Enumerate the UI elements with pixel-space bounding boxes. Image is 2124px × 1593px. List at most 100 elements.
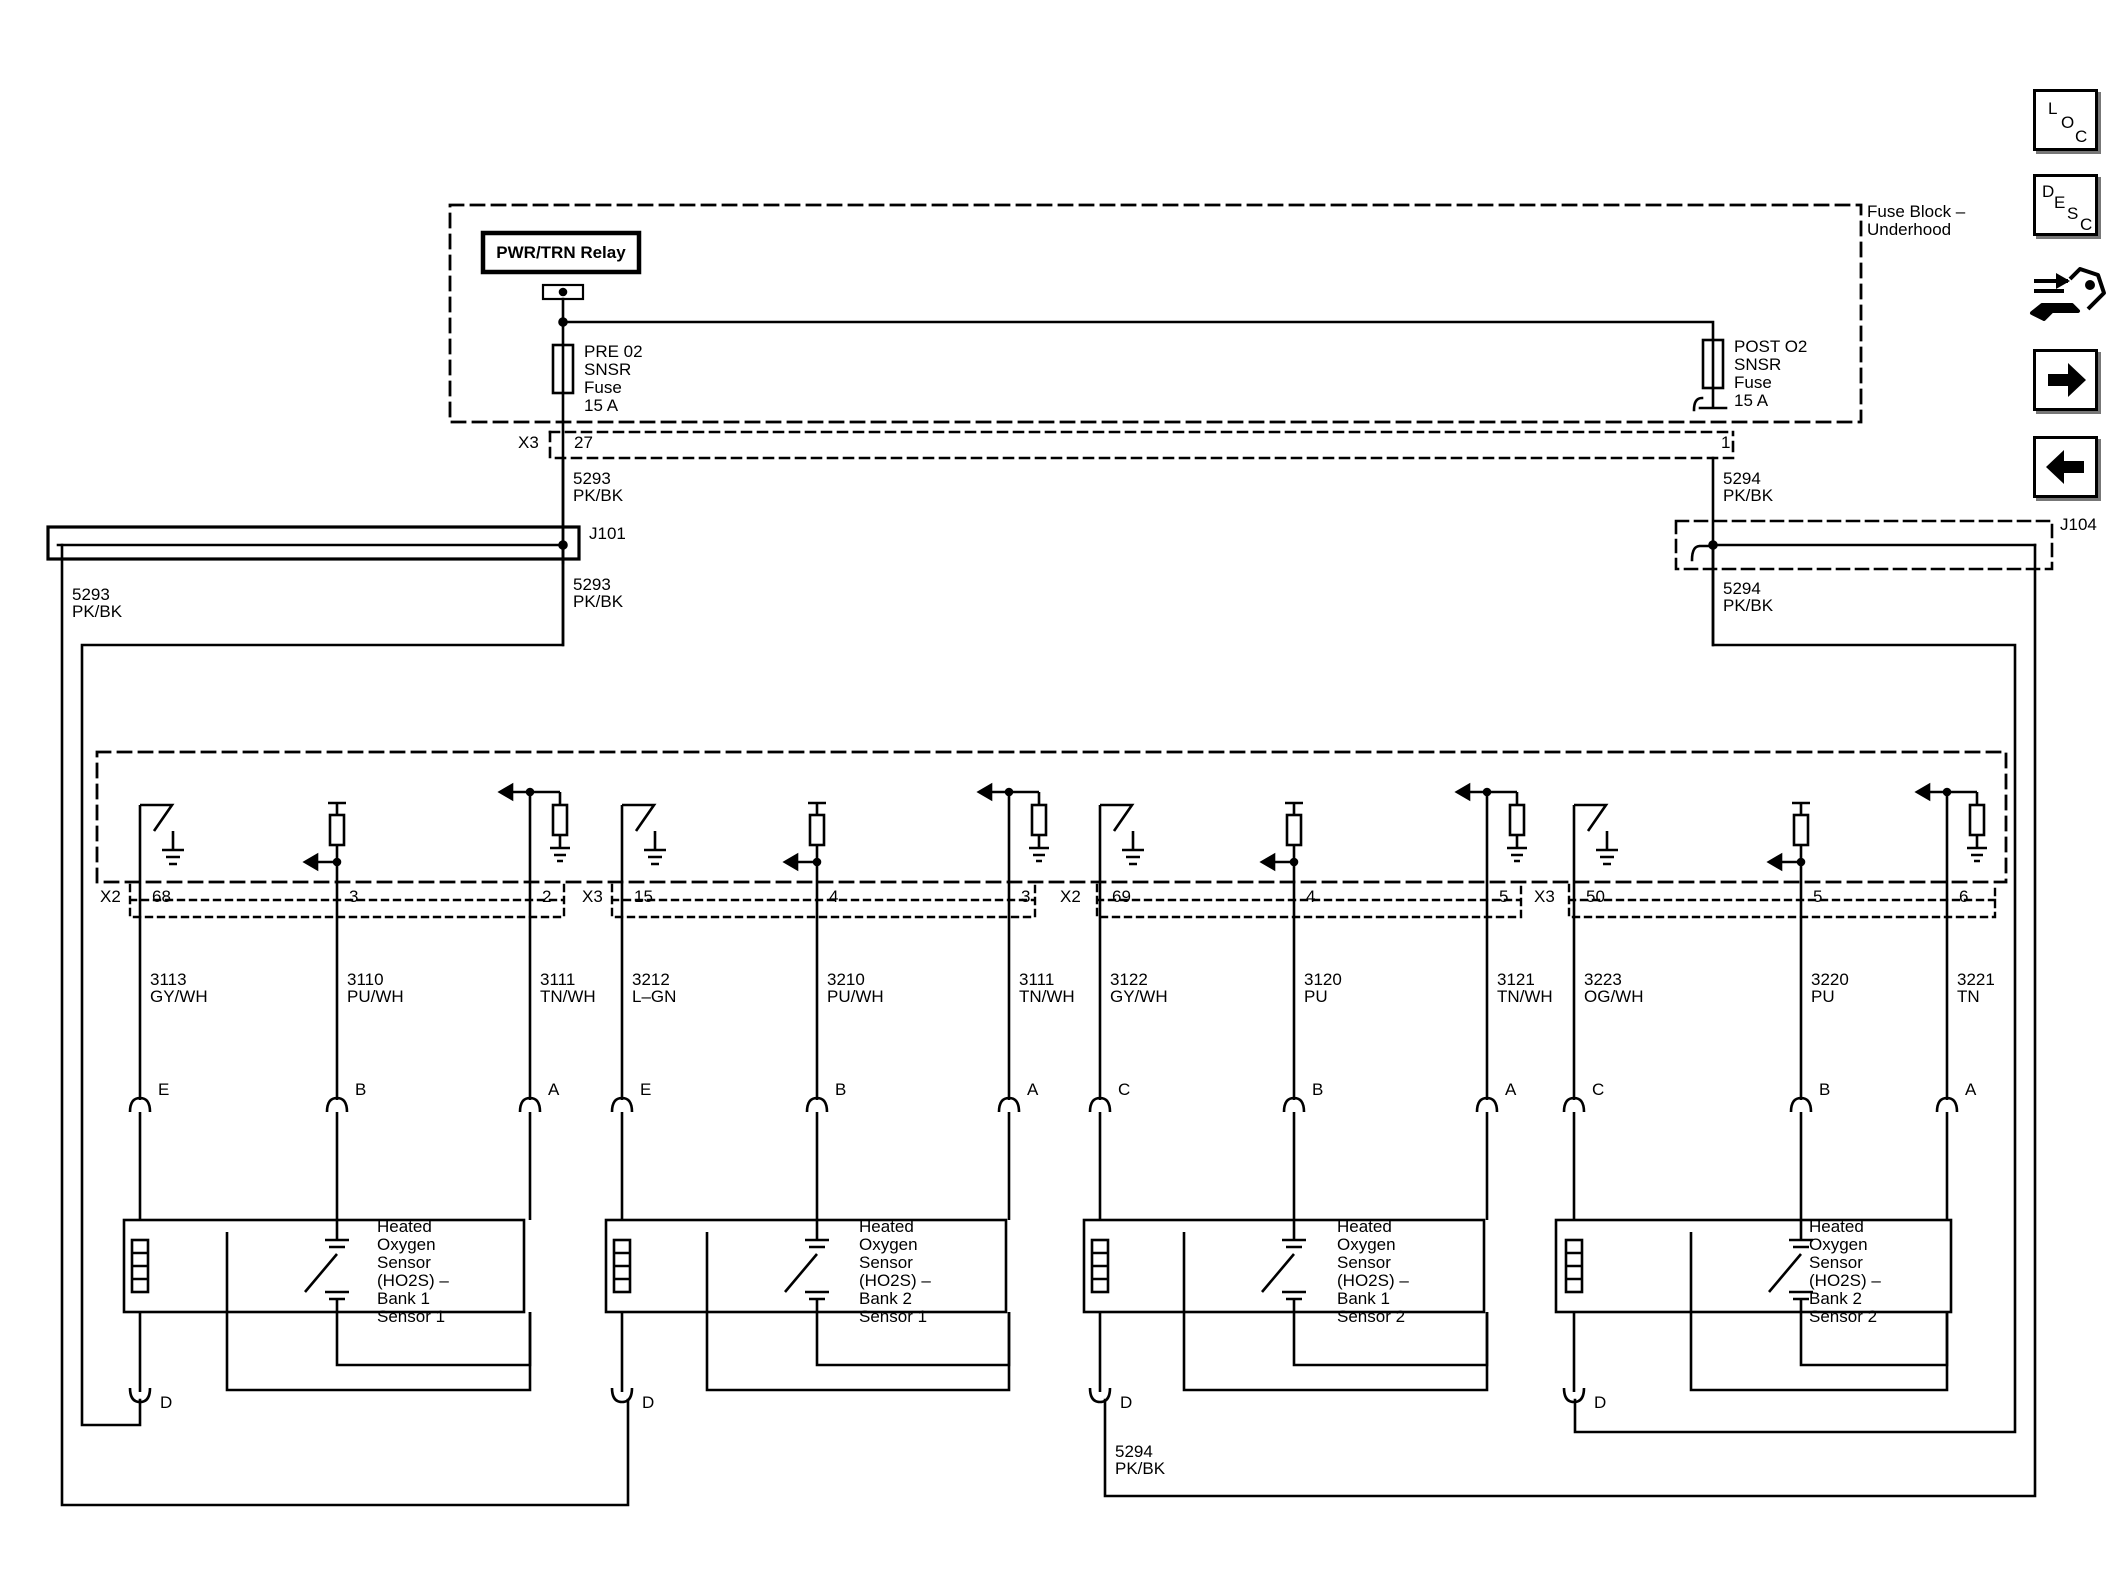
fuse-block-connector-outline <box>548 430 1735 460</box>
pin-cup <box>128 1387 152 1404</box>
pin-cup <box>1475 1096 1499 1113</box>
splice-j101-label: J101 <box>589 524 626 543</box>
sensor-label-0-0: Heated <box>377 1217 432 1236</box>
desc-letter-s: S <box>2067 204 2079 223</box>
fuse-block-outline <box>448 203 1863 424</box>
wire-circuit-11: 3221 <box>1957 970 1995 989</box>
ground-icon <box>644 831 666 866</box>
sensor-pin-3-1: B <box>1819 1080 1830 1099</box>
fuse2-line4: 15 A <box>1734 391 1769 410</box>
pin-cup <box>128 1096 152 1113</box>
pin-cup <box>1088 1096 1112 1113</box>
fuse-connector-pin-1: 1 <box>1721 433 1730 452</box>
wire-circuit-5: 3111 <box>1019 970 1054 989</box>
ground-icon <box>1122 831 1144 866</box>
splice-j101-bar <box>46 525 581 561</box>
sensor-box <box>1082 1218 1486 1314</box>
sensor-pin-0-0: E <box>158 1080 169 1099</box>
location-button[interactable]: L O C <box>2033 89 2098 151</box>
sensor-label-3-3: (HO2S) – <box>1809 1271 1881 1290</box>
sensor-pin-d-2: D <box>1120 1393 1132 1412</box>
splice-j104-label: J104 <box>2060 515 2097 534</box>
ground-icon <box>1029 835 1049 863</box>
sensor-pin-3-2: A <box>1965 1080 1977 1099</box>
wire-color-5: TN/WH <box>1019 987 1075 1006</box>
sensor-pin-d-1: D <box>642 1393 654 1412</box>
wire-color-4: PU/WH <box>827 987 884 1006</box>
sensor-label-3-1: Oxygen <box>1809 1235 1868 1254</box>
sensor-label-2-1: Oxygen <box>1337 1235 1396 1254</box>
ecm-connector-name-3: X3 <box>1534 887 1555 906</box>
fuse2-line2: SNSR <box>1734 355 1781 374</box>
wire-circuit-7: 3120 <box>1304 970 1342 989</box>
ecm-pin-1-1: 4 <box>829 887 838 906</box>
sensor-pin-1-1: B <box>835 1080 846 1099</box>
pin-cup <box>610 1096 634 1113</box>
ecm-pin-1-0: 15 <box>634 887 653 906</box>
sensor-label-0-4: Bank 1 <box>377 1289 430 1308</box>
arrow-left-icon <box>302 852 319 872</box>
ecm-pin-3-2: 6 <box>1959 887 1968 906</box>
wire-color-10: PU <box>1811 987 1835 1006</box>
connector-tool-icon[interactable] <box>2026 255 2108 330</box>
wire-color-9: OG/WH <box>1584 987 1644 1006</box>
arrow-left-icon <box>1259 852 1276 872</box>
relay-box <box>480 230 642 275</box>
wire-5293-b-circuit: 5293 <box>573 575 611 594</box>
sensor-label-0-1: Oxygen <box>377 1235 436 1254</box>
sensor-label-0-3: (HO2S) – <box>377 1271 449 1290</box>
wire-circuit-6: 3122 <box>1110 970 1148 989</box>
next-page-button[interactable] <box>2033 349 2098 411</box>
sensor-label-1-2: Sensor <box>859 1253 913 1272</box>
sensor-pin-d-0: D <box>160 1393 172 1412</box>
sensor-label-3-0: Heated <box>1809 1217 1864 1236</box>
ecm-pin-1-2: 3 <box>1021 887 1030 906</box>
ecm-pin-2-2: 5 <box>1499 887 1508 906</box>
ecm-pin-3-0: 50 <box>1586 887 1605 906</box>
arrow-left-icon <box>1766 852 1783 872</box>
arrow-right-icon <box>2048 363 2086 397</box>
ground-icon <box>1967 835 1987 863</box>
pin-cup <box>1935 1096 1959 1113</box>
fuse2-line3: Fuse <box>1734 373 1772 392</box>
wire-5294-b-color: PK/BK <box>1723 596 1774 615</box>
wire-circuit-9: 3223 <box>1584 970 1622 989</box>
wire-color-0: GY/WH <box>150 987 208 1006</box>
sensor-label-1-4: Bank 2 <box>859 1289 912 1308</box>
wire-circuit-4: 3210 <box>827 970 865 989</box>
fuse-block-title-2: Underhood <box>1867 220 1951 239</box>
arrow-left-icon <box>1914 782 1931 802</box>
wire-5294-a-circuit: 5294 <box>1723 469 1761 488</box>
sensor-pin-1-2: A <box>1027 1080 1039 1099</box>
wire-5294-c-circuit: 5294 <box>1115 1442 1153 1461</box>
fuse1-line4: 15 A <box>584 396 619 415</box>
sensor-pin-2-0: C <box>1118 1080 1130 1099</box>
description-button[interactable]: D E S C <box>2033 174 2098 236</box>
arrow-left-icon <box>497 782 514 802</box>
sensor-label-2-5: Sensor 2 <box>1337 1307 1405 1326</box>
sensor-box <box>122 1218 526 1314</box>
wire-circuit-8: 3121 <box>1497 970 1535 989</box>
sensor-box <box>1554 1218 1953 1314</box>
ecm-pin-2-0: 69 <box>1112 887 1131 906</box>
arrow-left-icon <box>2046 450 2084 484</box>
wire-5293-c-color: PK/BK <box>72 602 123 621</box>
sensor-label-1-3: (HO2S) – <box>859 1271 931 1290</box>
sensor-label-2-0: Heated <box>1337 1217 1392 1236</box>
pin-cup <box>1789 1096 1813 1113</box>
wire-5294-b-circuit: 5294 <box>1723 579 1761 598</box>
wire-5294-a-color: PK/BK <box>1723 486 1774 505</box>
wire-color-6: GY/WH <box>1110 987 1168 1006</box>
sensor-label-1-5: Sensor 1 <box>859 1307 927 1326</box>
pin-cup <box>805 1096 829 1113</box>
fuse1-line1: PRE 02 <box>584 342 643 361</box>
wire-color-8: TN/WH <box>1497 987 1553 1006</box>
power-bus <box>561 297 1715 342</box>
wire-color-1: PU/WH <box>347 987 404 1006</box>
ecm-pin-0-2: 2 <box>542 887 551 906</box>
wire-circuit-2: 3111 <box>540 970 575 989</box>
pin-cup <box>1562 1387 1586 1404</box>
wire-color-2: TN/WH <box>540 987 596 1006</box>
previous-page-button[interactable] <box>2033 436 2098 498</box>
